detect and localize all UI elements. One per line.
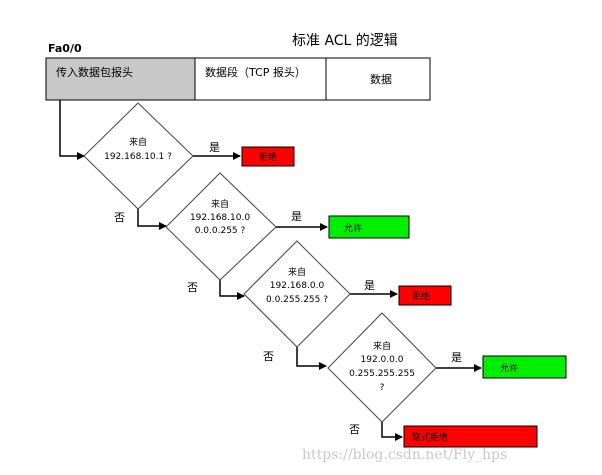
header-cell-segment [194, 57, 327, 101]
decision-4-line2: 192.0.0.0 [361, 355, 404, 365]
entry-arrow [59, 100, 85, 160]
diagram-title: 标准 ACL 的逻辑 [292, 33, 398, 49]
interface-label: Fa0/0 [48, 42, 82, 55]
branch-labels: 是 是 是 是 否 否 否 否 [114, 141, 462, 436]
yes-label-1: 是 [209, 141, 220, 154]
packet-bar: 传入数据包报头 数据段（TCP 报头） 数据 [45, 57, 431, 101]
connectors [59, 100, 482, 441]
decision-diamond-3 [243, 240, 351, 348]
action-box-permit-1 [328, 215, 410, 239]
decision-diamond-4 [327, 312, 437, 423]
no-arrow-4 [381, 422, 403, 441]
decision-3-line2: 192.168.0.0 [270, 281, 325, 291]
decision-3-line1: 来自 [288, 266, 306, 278]
header-cell-data [325, 57, 431, 101]
yes-label-3: 是 [364, 279, 375, 292]
header-cell2-text: 数据段（TCP 报头） [205, 65, 306, 79]
action-2-text: 允许 [344, 222, 362, 234]
yes-label-2: 是 [291, 210, 302, 223]
decision-4-line3: 0.255.255.255 [349, 369, 415, 379]
decisions [83, 102, 437, 423]
action-4-text: 允许 [500, 362, 518, 374]
action-3-text: 拒绝 [412, 290, 430, 302]
action-box-permit-2 [482, 355, 567, 379]
implicit-deny-box [403, 425, 538, 448]
decision-3-line3: 0.0.255.255 ? [266, 295, 328, 305]
decision-4-line1: 来自 [373, 340, 391, 352]
decision-texts: 来自 192.168.10.1 ? 来自 192.168.10.0 0.0.0.… [104, 136, 415, 393]
action-box-deny-1 [241, 146, 295, 167]
header-cell1-text: 传入数据包报头 [56, 65, 133, 79]
no-arrow-2 [219, 280, 245, 300]
decision-1-line1: 来自 [129, 136, 147, 148]
decision-4-line4: ? [380, 383, 385, 393]
decision-2-line3: 0.0.0.255 ? [195, 226, 246, 236]
yes-label-4: 是 [451, 351, 462, 364]
no-label-4: 否 [349, 423, 360, 436]
no-label-3: 否 [263, 350, 274, 363]
no-arrow-1 [137, 209, 167, 230]
header-cell-shaded [45, 57, 196, 101]
decision-2-line1: 来自 [211, 198, 229, 210]
implicit-deny-text: 隐式拒绝 [412, 431, 448, 443]
decision-2-line2: 192.168.10.0 [190, 213, 250, 223]
action-boxes [241, 146, 567, 448]
watermark: https://blog.csdn.net/Fly_hps [302, 447, 507, 463]
action-texts: 拒绝 允许 拒绝 允许 隐式拒绝 [259, 151, 518, 443]
no-arrow-3 [296, 347, 327, 370]
action-1-text: 拒绝 [259, 151, 277, 163]
no-label-1: 否 [114, 211, 125, 224]
decision-diamond-2 [165, 172, 277, 281]
decision-1-line2: 192.168.10.1 ? [104, 152, 172, 162]
action-box-deny-2 [398, 285, 452, 306]
header-cell3-text: 数据 [370, 72, 392, 86]
no-label-2: 否 [187, 281, 198, 294]
decision-diamond-1 [83, 102, 194, 210]
